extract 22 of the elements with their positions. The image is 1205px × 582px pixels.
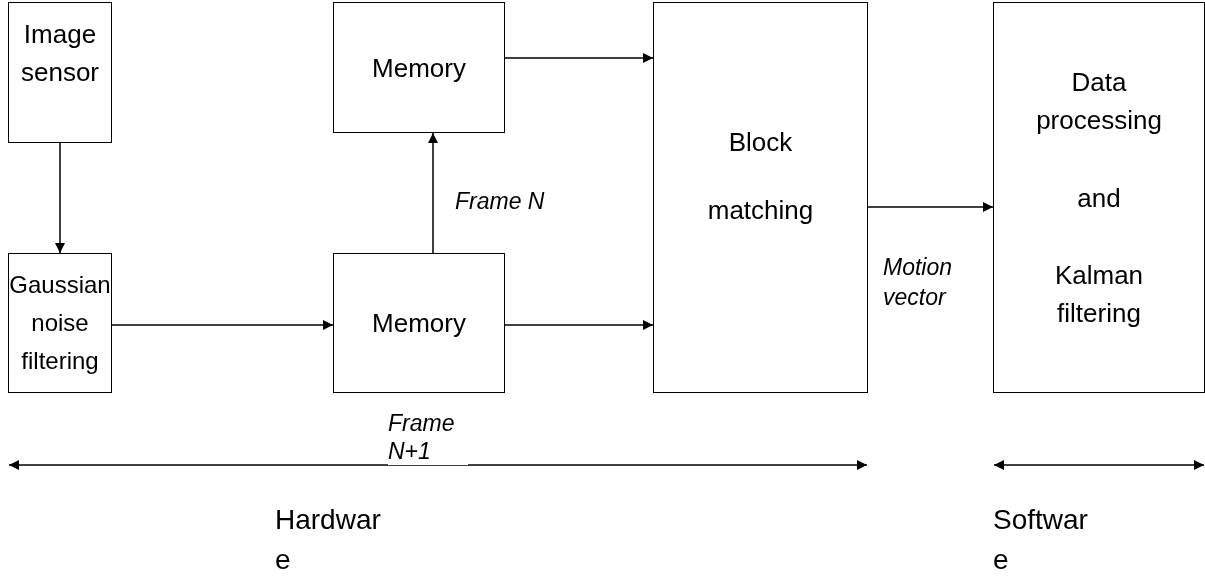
process-box	[333, 2, 505, 133]
box-label: Block matching	[706, 126, 815, 227]
arrow	[504, 320, 654, 330]
box-label: Gaussian noise filtering	[9, 270, 111, 376]
arrow	[428, 132, 438, 254]
process-box	[333, 253, 505, 393]
box-label: Data processing	[1035, 65, 1163, 137]
section-label: Hardware	[275, 503, 382, 577]
section-label: Software	[993, 503, 1089, 577]
process-box	[8, 253, 112, 393]
process-box	[653, 2, 868, 393]
arrow	[55, 142, 65, 254]
box-label: Image sensor	[19, 18, 100, 89]
arrow	[504, 53, 654, 63]
box-label: Kalman filtering	[1053, 259, 1145, 331]
process-box	[8, 2, 112, 143]
box-label: Memory	[372, 51, 466, 85]
process-box	[993, 2, 1205, 393]
arrow	[867, 202, 994, 212]
box-label: Memory	[372, 307, 466, 340]
arrow	[111, 320, 334, 330]
box-label: and	[1077, 181, 1121, 215]
